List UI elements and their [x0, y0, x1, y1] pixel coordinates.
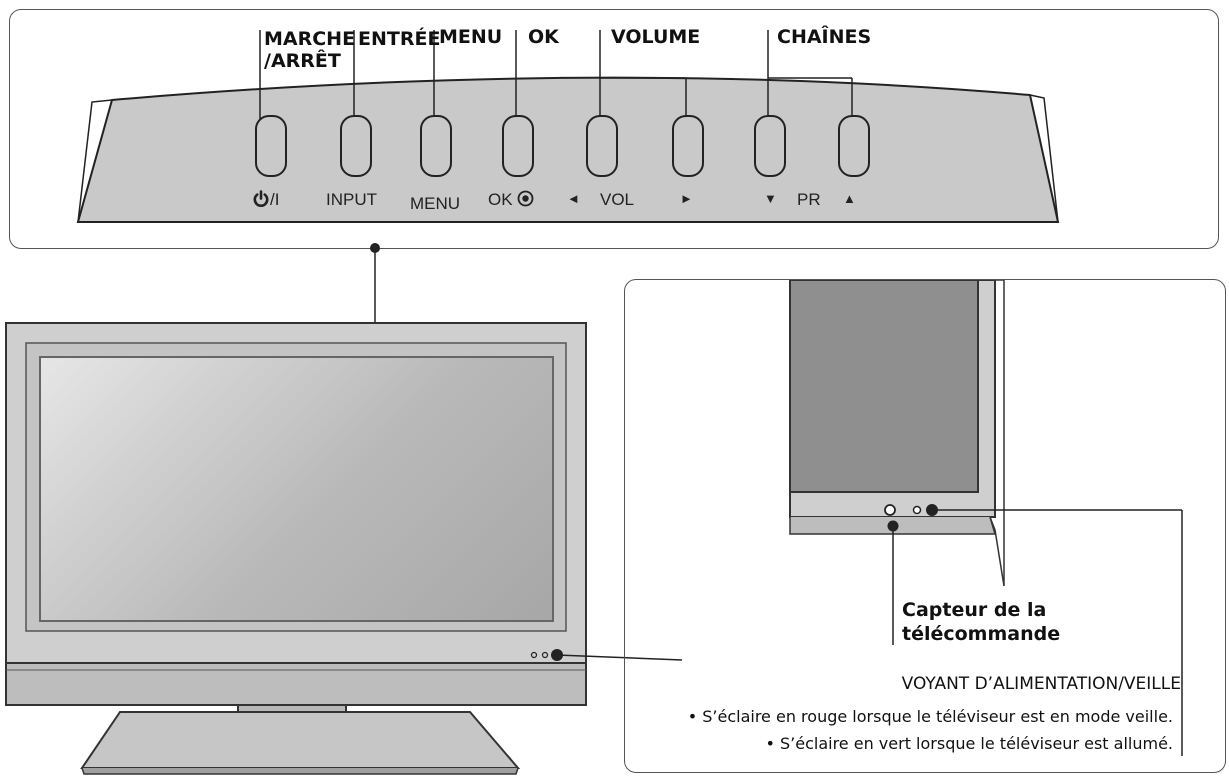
tv-stand-base — [80, 711, 521, 769]
label-menu: MENU — [439, 26, 503, 48]
power-icon — [253, 190, 269, 207]
detail-screen — [789, 279, 979, 493]
label-power-line2: /ARRÊT — [264, 50, 341, 72]
label-ok: OK — [528, 26, 559, 48]
front-indicator-callout — [624, 279, 1226, 773]
tv-sensor-small — [530, 651, 538, 659]
caption-ok: OK — [488, 190, 534, 210]
power-indicator-on: • S’éclaire en vert lorsque le téléviseu… — [765, 734, 1173, 753]
caption-pr-down-arrow: ▼ — [764, 191, 777, 206]
caption-vol-left-arrow: ◄ — [567, 191, 580, 206]
power-button[interactable] — [255, 115, 287, 177]
detail-sensor — [884, 504, 896, 516]
volume-down-button[interactable] — [586, 115, 618, 177]
tv-bottom-bar — [5, 662, 587, 706]
ok-target-icon — [517, 190, 534, 207]
channel-up-button[interactable] — [838, 115, 870, 177]
caption-vol-right-arrow: ► — [680, 191, 693, 206]
power-indicator-title: VOYANT D’ALIMENTATION/VEILLE — [901, 674, 1181, 694]
detail-indicator — [912, 505, 922, 515]
caption-power: /I — [252, 190, 279, 210]
label-power-line1: MARCHE — [264, 28, 356, 50]
label-volume: VOLUME — [611, 26, 701, 48]
label-channels: CHAÎNES — [777, 26, 872, 48]
label-power: MARCHE /ARRÊT — [264, 28, 355, 72]
power-indicator-standby: • S’éclaire en rouge lorsque le télévise… — [687, 707, 1173, 726]
menu-button[interactable] — [420, 115, 452, 177]
caption-pr-up-arrow: ▲ — [843, 191, 856, 206]
caption-power-text: /I — [270, 190, 280, 209]
caption-input: INPUT — [326, 190, 377, 209]
sensor-label: Capteur de la télécommande — [902, 598, 1060, 646]
volume-up-button[interactable] — [672, 115, 704, 177]
input-button[interactable] — [340, 115, 372, 177]
tv-screen — [39, 356, 554, 622]
caption-ok-text: OK — [488, 190, 513, 209]
caption-pr: PR — [797, 190, 821, 209]
sensor-label-line2: télécommande — [902, 623, 1061, 645]
caption-menu: MENU — [410, 194, 461, 213]
caption-vol: VOL — [600, 190, 635, 209]
ok-button[interactable] — [502, 115, 534, 177]
channel-down-button[interactable] — [754, 115, 786, 177]
label-input: ENTRÉE — [358, 28, 441, 50]
tv-indicator-small — [541, 651, 549, 659]
sensor-label-line1: Capteur de la — [902, 599, 1047, 621]
